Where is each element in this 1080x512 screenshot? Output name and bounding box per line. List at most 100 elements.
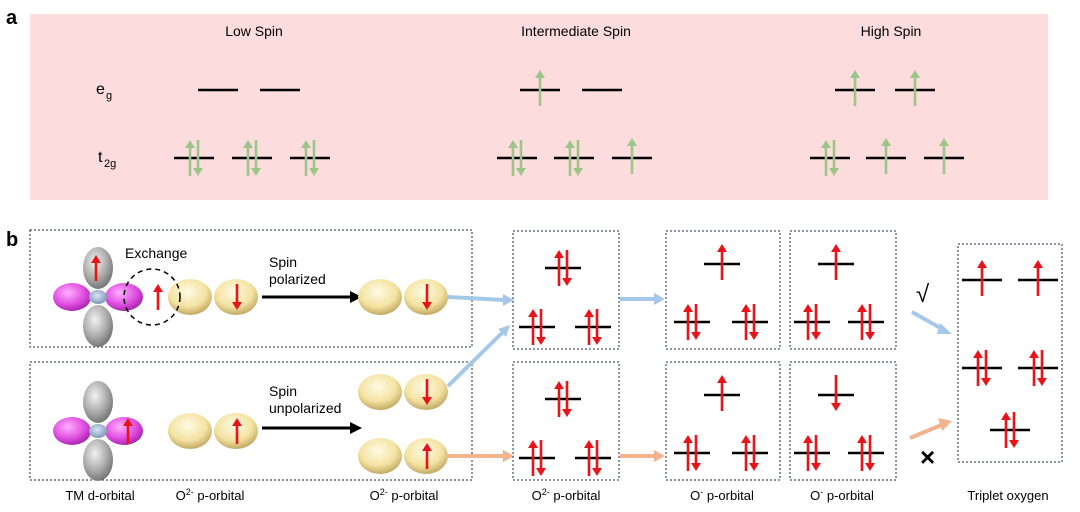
core bbox=[89, 424, 107, 438]
orange-flow-arrowhead-3 bbox=[938, 418, 952, 431]
o2-spin-down-top bbox=[232, 284, 242, 310]
o-minus-2-top-left bbox=[794, 304, 830, 340]
tm-spin-up-bottom bbox=[123, 418, 133, 444]
o2-p-orbital-polarized bbox=[358, 279, 448, 315]
label-o-rest: p-orbital bbox=[823, 488, 874, 503]
spin-up-arrow bbox=[717, 244, 727, 280]
spin-down-arrow bbox=[811, 435, 821, 471]
label-o2-sup: 2- bbox=[380, 487, 388, 497]
t2g-level-1-0 bbox=[497, 140, 537, 176]
o-minus-1-top-right bbox=[732, 304, 768, 340]
o2-box-top bbox=[512, 230, 620, 350]
blue-flow-arrowhead-4 bbox=[937, 323, 952, 334]
spin-up-arrow bbox=[584, 309, 594, 345]
o-minus-2-bottom-upper bbox=[818, 375, 854, 411]
o2-box-top-right bbox=[575, 309, 611, 345]
spin-up-arrow bbox=[973, 350, 983, 386]
o2-p-orbital-unpolarized-lower bbox=[358, 438, 448, 474]
t2g-level-0-0 bbox=[174, 140, 214, 176]
triplet-pi-star-right bbox=[1018, 260, 1058, 296]
blue-flow-arrow-1 bbox=[447, 295, 506, 302]
t2g-level-1-2 bbox=[612, 138, 652, 174]
spin-unpolarized-label-line1: Spin bbox=[269, 383, 297, 399]
blue-flow-arrow-4 bbox=[911, 310, 945, 332]
o-minus-box-bottom-1 bbox=[665, 361, 781, 481]
flow-arrows bbox=[446, 293, 952, 462]
spin-up-arrow bbox=[1001, 412, 1011, 448]
spin-up-arrow bbox=[301, 140, 311, 176]
o-minus-box-top-1 bbox=[665, 230, 781, 350]
check-mark: √ bbox=[916, 281, 930, 308]
spin-up-arrow bbox=[1029, 350, 1039, 386]
spin-up-arrow bbox=[1033, 260, 1043, 296]
o-minus-box-top-2 bbox=[789, 230, 897, 350]
triplet-pi-right bbox=[1018, 350, 1058, 386]
lobe-left bbox=[358, 374, 402, 410]
spin-down-arrow bbox=[749, 435, 759, 471]
label-o-sup: - bbox=[700, 487, 703, 497]
o-minus-box-bottom-2 bbox=[789, 361, 897, 481]
exchange-label: Exchange bbox=[125, 245, 187, 261]
spin-down-arrow bbox=[1009, 412, 1019, 448]
spin-up-arrow bbox=[683, 435, 693, 471]
spin-down-arrow bbox=[691, 435, 701, 471]
o2-p-orbital-top bbox=[168, 279, 258, 315]
orange-flow-arrow-3 bbox=[909, 422, 945, 440]
spin-up-arrow bbox=[535, 70, 545, 106]
exchange-circle bbox=[123, 268, 181, 326]
label-o2-main: O bbox=[370, 488, 380, 503]
triplet-pi-left bbox=[962, 350, 1002, 386]
lobe-top bbox=[83, 381, 113, 423]
eg-level-2-1 bbox=[895, 70, 935, 106]
lobe-left bbox=[168, 279, 212, 315]
column-title-high-spin: High Spin bbox=[861, 23, 922, 39]
o2-p-orbital-bottom bbox=[168, 413, 258, 449]
process-arrow-top bbox=[262, 291, 362, 303]
spin-polarized-box bbox=[29, 229, 473, 348]
lobe-bottom bbox=[83, 305, 113, 347]
spin-down-arrow bbox=[592, 309, 602, 345]
tm-d-orbital-bottom bbox=[53, 381, 143, 481]
spin-up-arrow bbox=[717, 375, 727, 411]
panel-b-letter: b bbox=[6, 229, 18, 251]
spin-down-arrow bbox=[865, 435, 875, 471]
spin-down-arrow bbox=[1037, 350, 1047, 386]
exchange-spin-up bbox=[153, 284, 163, 310]
o2-polarized-spin-down bbox=[422, 284, 432, 310]
eg-level-2-0 bbox=[835, 70, 875, 106]
spin-up-arrow bbox=[627, 138, 637, 174]
lobe-bottom bbox=[83, 439, 113, 481]
o2-p-orbital-unpolarized-upper bbox=[358, 374, 448, 410]
tm-spin-up-top bbox=[91, 255, 101, 281]
label-o-main: O bbox=[690, 488, 700, 503]
o-minus-1-bottom-right bbox=[732, 435, 768, 471]
spin-up-arrow bbox=[528, 440, 538, 476]
process-arrow-bottom bbox=[262, 422, 362, 434]
orange-flow-arrowhead-1 bbox=[503, 450, 514, 462]
label-o2-rest: p-orbital bbox=[194, 488, 245, 503]
spin-down-arrow bbox=[562, 381, 572, 417]
o-minus-1-top-upper bbox=[704, 244, 740, 280]
cross-mark: × bbox=[920, 442, 935, 472]
spin-up-arrow bbox=[741, 435, 751, 471]
o-minus-2-top-right bbox=[848, 304, 884, 340]
spin-down-arrow bbox=[981, 350, 991, 386]
row-label-t2g: t 2g bbox=[98, 149, 116, 170]
o2-box-top-upper bbox=[545, 250, 581, 286]
spin-up-arrow bbox=[565, 140, 575, 176]
t2g-level-1-1 bbox=[554, 140, 594, 176]
spin-up-arrow bbox=[850, 70, 860, 106]
o2-box-bottom-upper bbox=[545, 381, 581, 417]
triplet-pi-star-left bbox=[962, 260, 1002, 296]
o2-unpolarized-spin-down bbox=[422, 379, 432, 405]
spin-up-arrow bbox=[939, 138, 949, 174]
lobe-left bbox=[168, 413, 212, 449]
arrow-head bbox=[350, 422, 362, 434]
label-o-minus-p-orbital-2: O- p-orbital bbox=[810, 487, 874, 503]
o2-box-top-left bbox=[519, 309, 555, 345]
lobe-left bbox=[53, 283, 91, 311]
t2g-level-2-0 bbox=[810, 140, 850, 176]
lobe-left bbox=[358, 438, 402, 474]
spin-up-arrow bbox=[185, 140, 195, 176]
spin-down-arrow bbox=[592, 440, 602, 476]
